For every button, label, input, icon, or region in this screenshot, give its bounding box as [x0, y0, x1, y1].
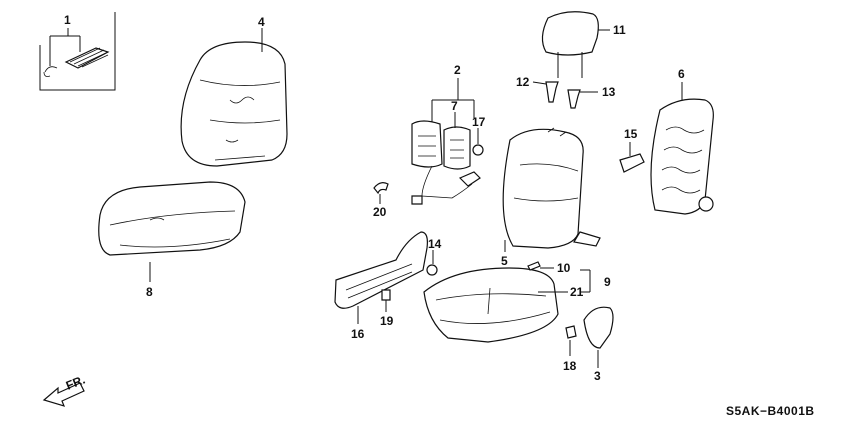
part-5-seatback-pad: [502, 127, 601, 252]
callout-18: 18: [563, 359, 577, 373]
part-8-cushion-cover: [98, 181, 246, 282]
callout-12: 12: [516, 75, 530, 89]
callout-1: 1: [64, 13, 71, 27]
part-15-lever: [619, 142, 645, 173]
part-4-seatback-cover: [180, 28, 288, 167]
part-11-headrest: [541, 11, 610, 78]
callout-13: 13: [602, 85, 616, 99]
callout-4: 4: [258, 15, 265, 29]
part-17-grommet: [472, 128, 484, 156]
callout-3: 3: [594, 369, 601, 383]
part-7-heater-switch: [443, 112, 471, 170]
part-10-clip: [527, 261, 554, 271]
part-18-clip: [565, 325, 577, 356]
part-6-seatback-frame: [650, 82, 714, 215]
callout-8: 8: [146, 285, 153, 299]
callout-6: 6: [678, 67, 685, 81]
part-19-clip: [381, 289, 391, 312]
callout-11: 11: [613, 23, 626, 37]
callout-9: 9: [604, 275, 611, 289]
callout-17: 17: [472, 115, 486, 129]
callout-21: 21: [570, 285, 584, 299]
part-2-heater-assembly: [411, 78, 481, 205]
part-1-clip-kit: [39, 12, 116, 91]
part-9-cushion-pad: [423, 267, 591, 343]
front-direction-arrow: [42, 382, 85, 407]
part-16-seat-adjuster: [334, 231, 428, 324]
part-3-side-cover: [583, 306, 614, 368]
callout-19: 19: [380, 314, 394, 328]
callout-16: 16: [351, 327, 365, 341]
callout-2: 2: [454, 63, 461, 77]
callout-14: 14: [428, 237, 442, 251]
diagram-code: S5AK−B4001B: [726, 404, 815, 418]
callout-15: 15: [624, 127, 638, 141]
callout-20: 20: [373, 205, 387, 219]
front-direction-label: FR.: [64, 373, 87, 393]
part-14-bolt: [426, 250, 438, 276]
callout-10: 10: [557, 261, 571, 275]
callout-5: 5: [501, 254, 508, 268]
part-13-headrest-guide-lock: [567, 89, 598, 109]
part-12-headrest-guide: [532, 81, 559, 103]
part-20-clip: [373, 182, 389, 204]
callout-7: 7: [451, 99, 458, 113]
